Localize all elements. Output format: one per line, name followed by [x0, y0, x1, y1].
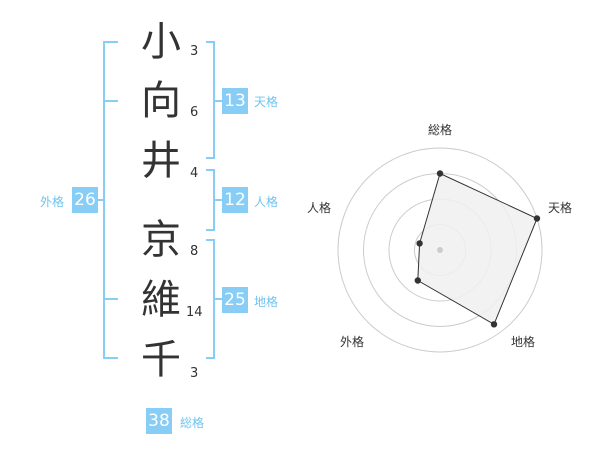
- radar-point: [533, 215, 541, 222]
- name-char-1: 小: [141, 19, 181, 65]
- gaikaku-label: 外格: [40, 195, 65, 209]
- soukaku-badge: 38: [146, 408, 172, 434]
- chikaku-badge: 25: [222, 287, 248, 313]
- stroke-count-1: 3: [190, 44, 199, 59]
- radar-points: [414, 170, 541, 328]
- stroke-count-4: 8: [190, 244, 199, 259]
- radar-point: [416, 240, 423, 247]
- stroke-count-6: 3: [190, 366, 199, 381]
- radar-point: [490, 321, 498, 328]
- name-char-6: 千: [141, 337, 181, 383]
- tenkaku-label: 天格: [254, 95, 279, 109]
- stroke-count-3: 4: [190, 166, 199, 181]
- tenkaku-badge: 13: [222, 88, 248, 114]
- chikaku-label: 地格: [254, 295, 279, 309]
- soukaku-label: 総格: [180, 416, 205, 430]
- stroke-count-2: 6: [190, 105, 199, 120]
- radar-label-soukaku: 総格: [428, 123, 453, 137]
- radar-point: [436, 170, 444, 177]
- jinkaku-label: 人格: [254, 195, 279, 209]
- radar-label-jinkaku: 人格: [307, 201, 332, 215]
- name-char-3: 井: [141, 138, 181, 184]
- name-char-4: 京: [141, 217, 181, 263]
- radar-ring: [337, 147, 543, 353]
- jinkaku-badge: 12: [222, 187, 248, 213]
- radar-label-gaikaku: 外格: [340, 335, 365, 349]
- gaikaku-badge: 26: [72, 187, 98, 213]
- radar-center-dot: [437, 247, 443, 253]
- name-char-5: 維: [141, 277, 181, 323]
- radar-point: [414, 277, 421, 284]
- radar-polygon: [417, 172, 538, 326]
- stroke-count-5: 14: [186, 305, 203, 320]
- radar-label-chikaku: 地格: [511, 335, 536, 349]
- name-char-2: 向: [141, 78, 181, 124]
- radar-label-tenkaku: 天格: [548, 201, 573, 215]
